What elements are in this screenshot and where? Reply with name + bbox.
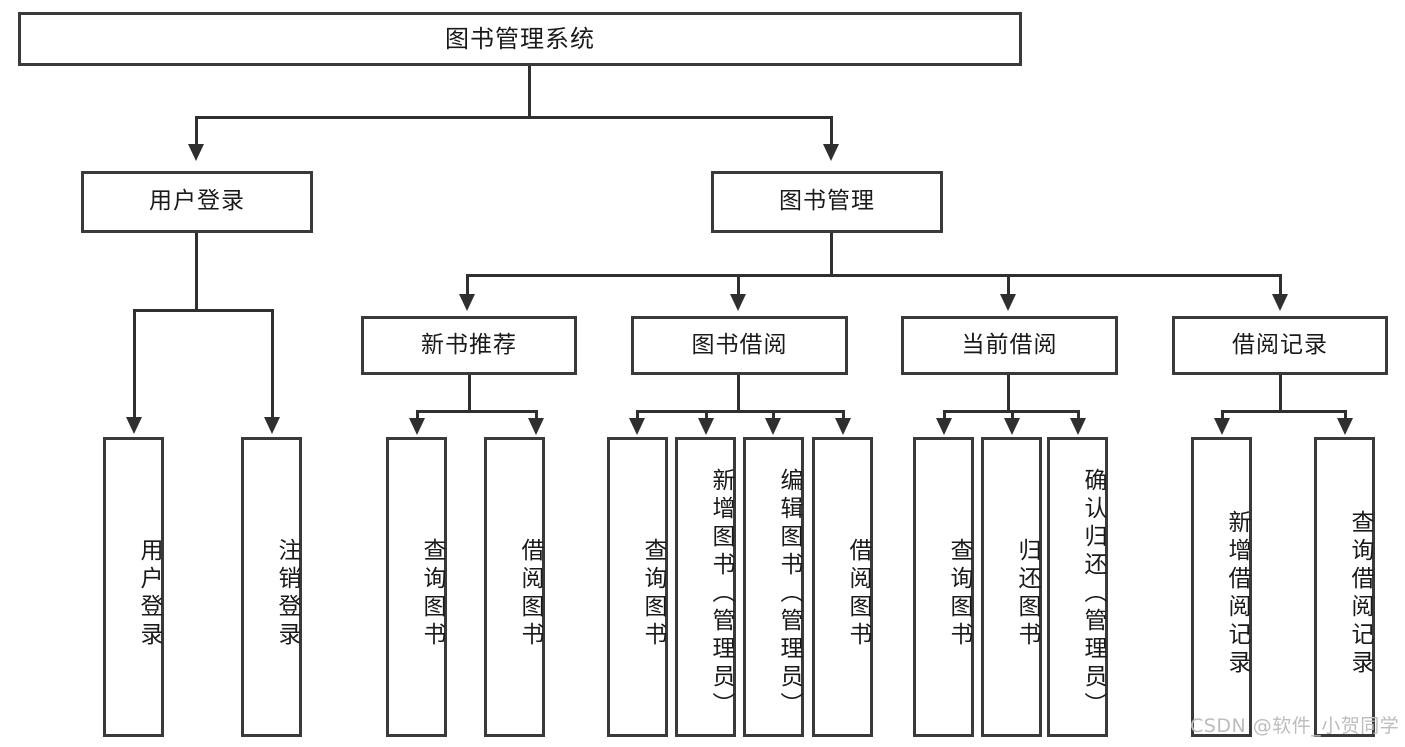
connector-book-borrow-stem [737, 375, 740, 410]
connector-to-book-management [830, 116, 833, 146]
node-label: 新书推荐 [421, 331, 517, 358]
connector-level3-bus [466, 274, 1282, 277]
connector-book-borrow-bus [637, 410, 845, 413]
arrowhead-leaf-borrow-book-2 [835, 418, 851, 435]
arrowhead-leaf-query-record [1337, 418, 1353, 435]
connector-current-borrow-stem [1007, 375, 1010, 410]
arrowhead-leaf-return-book [1004, 418, 1020, 435]
connector-to-leaf-return-book [1011, 410, 1014, 420]
node-borrow-record[interactable]: 借阅记录 [1172, 316, 1388, 375]
node-label: 用户登录 [149, 188, 245, 215]
connector-to-leaf-query-book-3 [943, 410, 946, 420]
node-leaf-query-book-1[interactable]: 查询图书 [386, 437, 447, 737]
node-label: 查询图书 [419, 538, 445, 650]
node-label: 借阅图书 [517, 538, 543, 650]
connector-to-book-borrow [737, 274, 740, 296]
connector-to-leaf-add-book [705, 410, 708, 420]
connector-to-leaf-user-login [133, 309, 136, 419]
connector-borrow-record-bus [1222, 410, 1346, 413]
connector-book-management-stem [830, 233, 833, 274]
connector-user-login-stem [195, 233, 198, 309]
node-label: 归还图书 [1014, 538, 1040, 650]
node-leaf-add-book[interactable]: 新增图书（管理员） [675, 437, 736, 737]
arrowhead-leaf-edit-book [765, 418, 781, 435]
connector-to-leaf-add-record [1221, 410, 1224, 420]
arrowhead-book-management [823, 144, 839, 161]
connector-borrow-record-stem [1279, 375, 1282, 410]
node-book-management[interactable]: 图书管理 [711, 171, 943, 233]
node-label: 用户登录 [136, 538, 162, 650]
node-label: 图书管理 [779, 188, 875, 215]
node-label: 借阅图书 [845, 538, 871, 650]
node-leaf-return-book[interactable]: 归还图书 [981, 437, 1042, 737]
connector-new-book-recommend-bus [417, 410, 537, 413]
arrowhead-leaf-user-login [126, 417, 142, 434]
connector-to-leaf-query-book-2 [636, 410, 639, 420]
connector-to-borrow-record [1279, 274, 1282, 296]
node-leaf-borrow-book-2[interactable]: 借阅图书 [812, 437, 873, 737]
node-leaf-logout-login[interactable]: 注销登录 [241, 437, 302, 737]
node-root-book-management-system[interactable]: 图书管理系统 [18, 12, 1022, 66]
node-leaf-query-record[interactable]: 查询借阅记录 [1314, 437, 1375, 737]
node-label: 编辑图书（管理员） [776, 468, 802, 720]
node-leaf-borrow-book-1[interactable]: 借阅图书 [484, 437, 545, 737]
connector-level1-bus [196, 116, 833, 119]
arrowhead-leaf-add-record [1214, 418, 1230, 435]
arrowhead-leaf-add-book [698, 418, 714, 435]
node-leaf-query-book-2[interactable]: 查询图书 [607, 437, 668, 737]
node-label: 当前借阅 [961, 331, 1058, 358]
node-label: 新增图书（管理员） [708, 468, 734, 720]
node-leaf-edit-book[interactable]: 编辑图书（管理员） [743, 437, 804, 737]
connector-to-user-login [195, 116, 198, 146]
connector-to-leaf-borrow-book-2 [842, 410, 845, 420]
node-new-book-recommend[interactable]: 新书推荐 [361, 316, 577, 375]
node-label: 图书管理系统 [445, 24, 595, 53]
node-user-login[interactable]: 用户登录 [81, 171, 313, 233]
connector-to-leaf-confirm-return [1077, 410, 1080, 420]
arrowhead-borrow-record [1272, 294, 1288, 311]
node-label: 查询借阅记录 [1347, 510, 1373, 678]
connector-to-leaf-borrow-book-1 [535, 410, 538, 420]
node-label: 新增借阅记录 [1224, 510, 1250, 678]
node-label: 确认归还（管理员） [1080, 468, 1106, 720]
node-label: 图书借阅 [691, 331, 788, 358]
arrowhead-leaf-query-book-1 [409, 418, 425, 435]
connector-to-leaf-query-book-1 [416, 410, 419, 420]
node-current-borrow[interactable]: 当前借阅 [901, 316, 1118, 375]
node-book-borrow[interactable]: 图书借阅 [631, 316, 848, 375]
arrowhead-leaf-confirm-return [1070, 418, 1086, 435]
connector-to-current-borrow [1007, 274, 1010, 296]
node-leaf-add-record[interactable]: 新增借阅记录 [1191, 437, 1252, 737]
arrowhead-book-borrow [730, 294, 746, 311]
connector-user-login-bus [135, 309, 273, 312]
node-label: 查询图书 [946, 538, 972, 650]
arrowhead-user-login [188, 144, 204, 161]
arrowhead-leaf-query-book-3 [936, 418, 952, 435]
arrowhead-leaf-logout-login [264, 417, 280, 434]
connector-to-leaf-logout-login [271, 309, 274, 419]
connector-to-leaf-query-record [1344, 410, 1347, 420]
connector-to-leaf-edit-book [772, 410, 775, 420]
connector-to-new-book-recommend [466, 274, 469, 296]
node-leaf-query-book-3[interactable]: 查询图书 [913, 437, 974, 737]
arrowhead-leaf-query-book-2 [629, 418, 645, 435]
node-leaf-confirm-return[interactable]: 确认归还（管理员） [1047, 437, 1108, 737]
node-label: 注销登录 [274, 538, 300, 650]
watermark-text: CSDN @软件_小贺同学 [1190, 715, 1400, 737]
node-label: 查询图书 [640, 538, 666, 650]
arrowhead-leaf-borrow-book-1 [528, 418, 544, 435]
arrowhead-current-borrow [1000, 294, 1016, 311]
connector-root-stem [528, 66, 531, 116]
node-label: 借阅记录 [1232, 331, 1328, 358]
arrowhead-new-book-recommend [459, 294, 475, 311]
node-leaf-user-login[interactable]: 用户登录 [103, 437, 164, 737]
connector-new-book-recommend-stem [468, 375, 471, 410]
